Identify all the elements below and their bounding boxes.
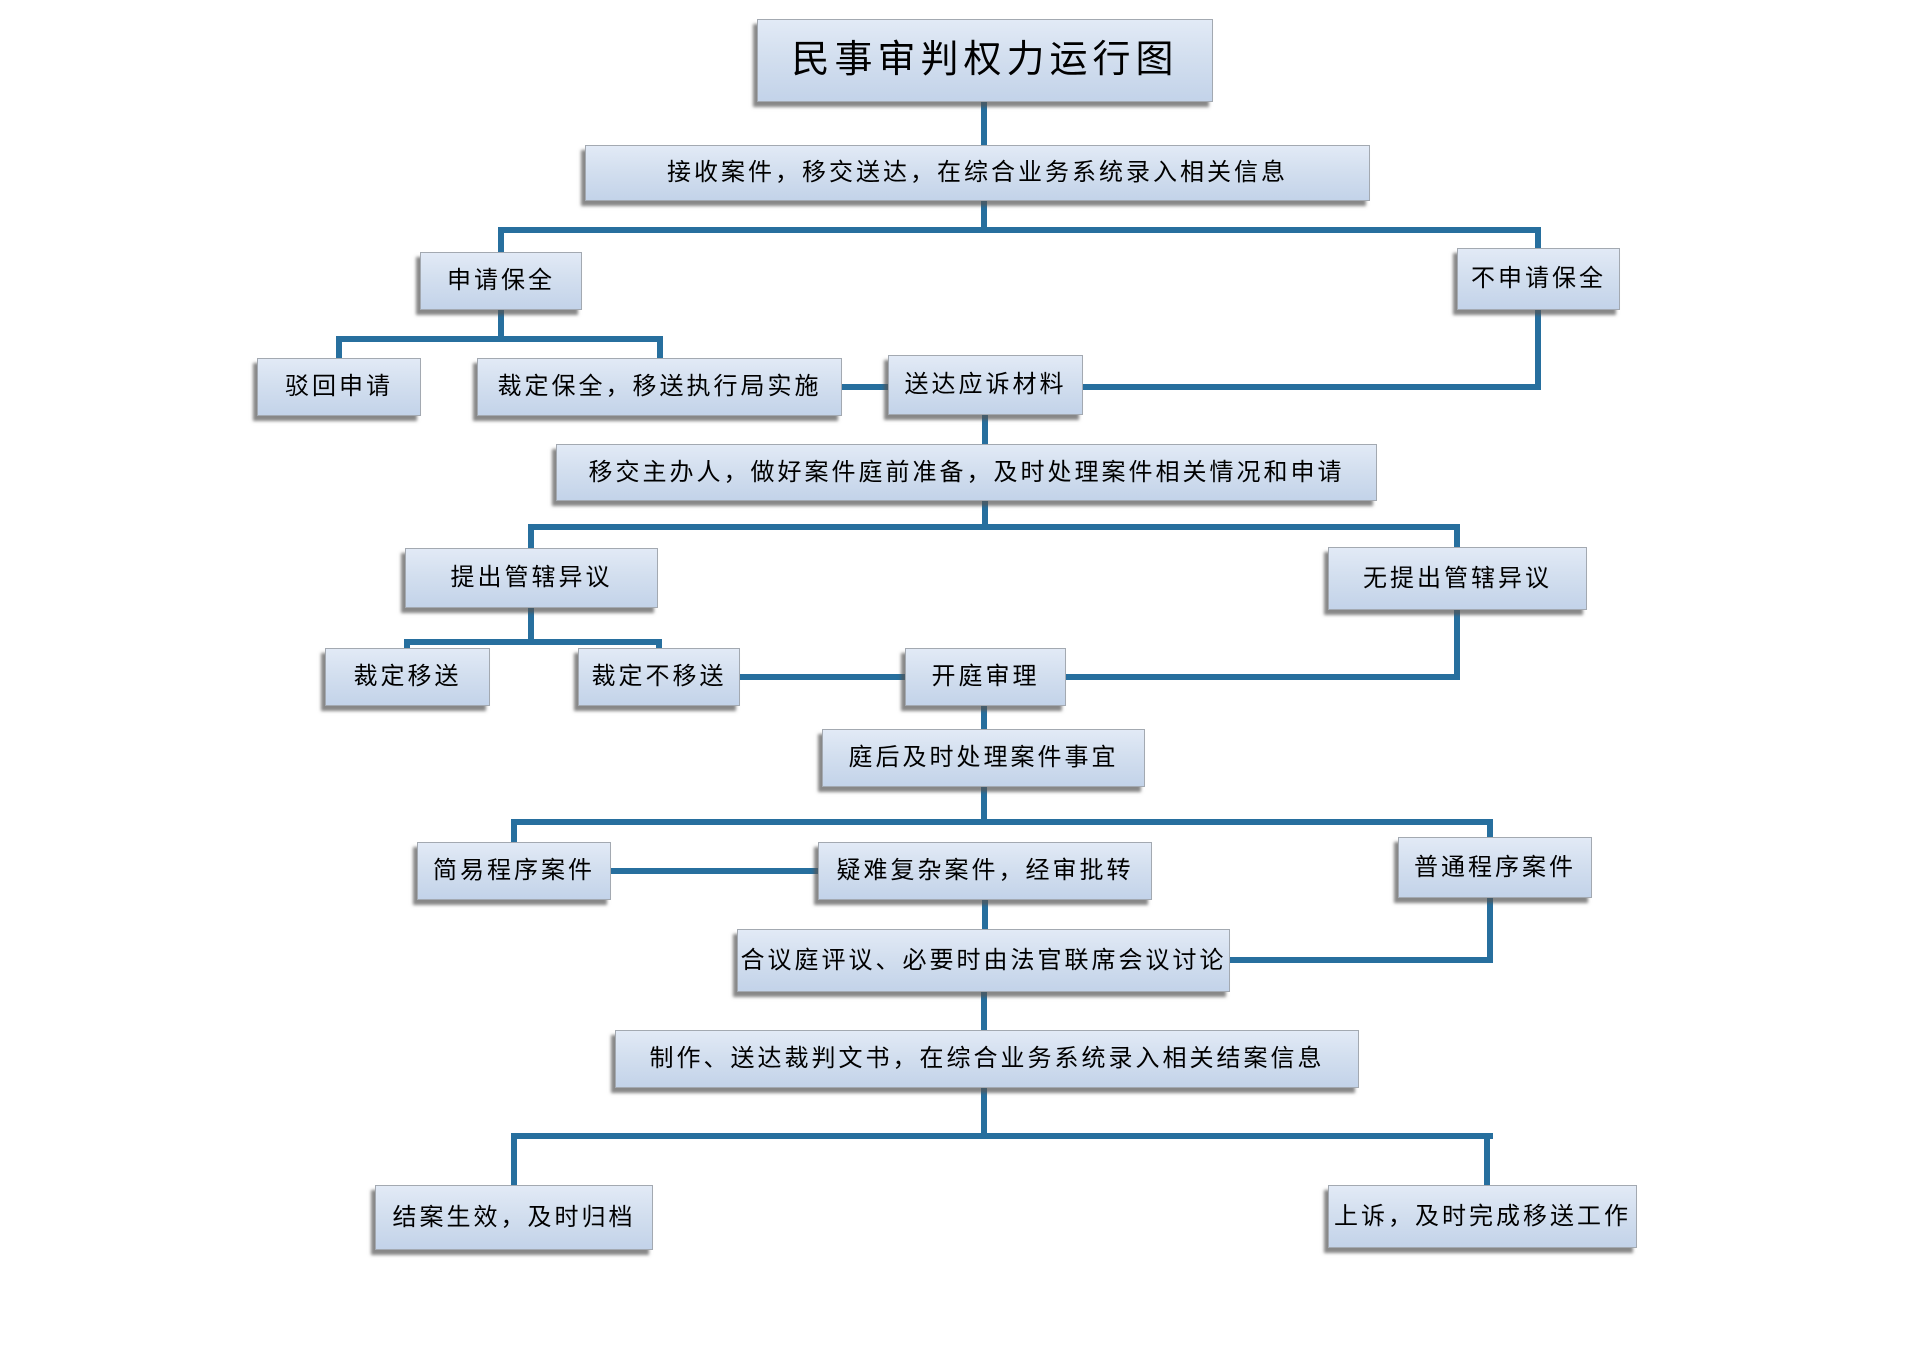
connector — [1083, 384, 1541, 390]
connector — [511, 819, 517, 842]
connector — [656, 639, 662, 648]
connector — [981, 992, 987, 1030]
node-appeal: 上诉，及时完成移送工作 — [1328, 1185, 1637, 1248]
connector — [528, 524, 534, 548]
node-make-documents: 制作、送达裁判文书，在综合业务系统录入相关结案信息 — [615, 1030, 1359, 1088]
connector — [528, 608, 534, 645]
node-receive-case: 接收案件，移交送达，在综合业务系统录入相关信息 — [585, 145, 1370, 201]
node-reject-application: 驳回申请 — [257, 358, 421, 416]
connector — [404, 639, 662, 645]
connector — [981, 1088, 987, 1139]
connector — [498, 310, 504, 342]
connector — [740, 674, 905, 680]
connector — [336, 336, 342, 358]
connector — [1066, 674, 1460, 680]
connector — [1484, 1133, 1490, 1185]
connector — [404, 639, 410, 648]
node-raise-objection: 提出管辖异议 — [405, 548, 658, 608]
connector — [1487, 898, 1493, 963]
connector — [611, 868, 818, 874]
connector — [1230, 957, 1493, 963]
connector — [1454, 524, 1460, 547]
node-title: 民事审判权力运行图 — [757, 19, 1213, 102]
node-rule-preservation: 裁定保全，移送执行局实施 — [477, 358, 842, 416]
connector — [842, 384, 888, 390]
node-no-apply-preservation: 不申请保全 — [1457, 248, 1620, 310]
connector — [981, 102, 987, 145]
node-transfer-handler: 移交主办人，做好案件庭前准备，及时处理案件相关情况和申请 — [556, 444, 1377, 501]
node-court-hearing: 开庭审理 — [905, 648, 1066, 706]
node-ordinary-procedure: 普通程序案件 — [1398, 837, 1592, 898]
connector — [336, 336, 663, 342]
node-serve-materials: 送达应诉材料 — [888, 355, 1083, 415]
connector — [981, 201, 987, 233]
connector — [1487, 819, 1493, 837]
connector — [982, 415, 988, 444]
connector — [1454, 610, 1460, 680]
connector — [511, 1133, 1493, 1139]
connector — [528, 524, 1460, 530]
node-rule-transfer: 裁定移送 — [325, 648, 490, 706]
connector — [982, 501, 988, 530]
node-apply-preservation: 申请保全 — [420, 252, 582, 310]
connector — [657, 336, 663, 358]
connector — [1535, 310, 1541, 390]
connector — [511, 1133, 517, 1185]
connector — [982, 900, 988, 929]
node-summary-procedure: 简易程序案件 — [417, 842, 611, 900]
node-no-objection: 无提出管辖异议 — [1328, 547, 1587, 610]
connector — [1535, 227, 1541, 248]
node-panel-deliberation: 合议庭评议、必要时由法官联席会议讨论 — [737, 929, 1230, 992]
node-complex-cases: 疑难复杂案件，经审批转 — [818, 842, 1152, 900]
node-post-hearing: 庭后及时处理案件事宜 — [822, 729, 1145, 787]
node-case-closed: 结案生效，及时归档 — [375, 1185, 653, 1250]
connector — [511, 819, 1493, 825]
connector — [498, 227, 504, 252]
connector — [981, 787, 987, 825]
node-rule-no-transfer: 裁定不移送 — [578, 648, 740, 706]
connector — [498, 227, 1541, 233]
connector — [981, 706, 987, 729]
